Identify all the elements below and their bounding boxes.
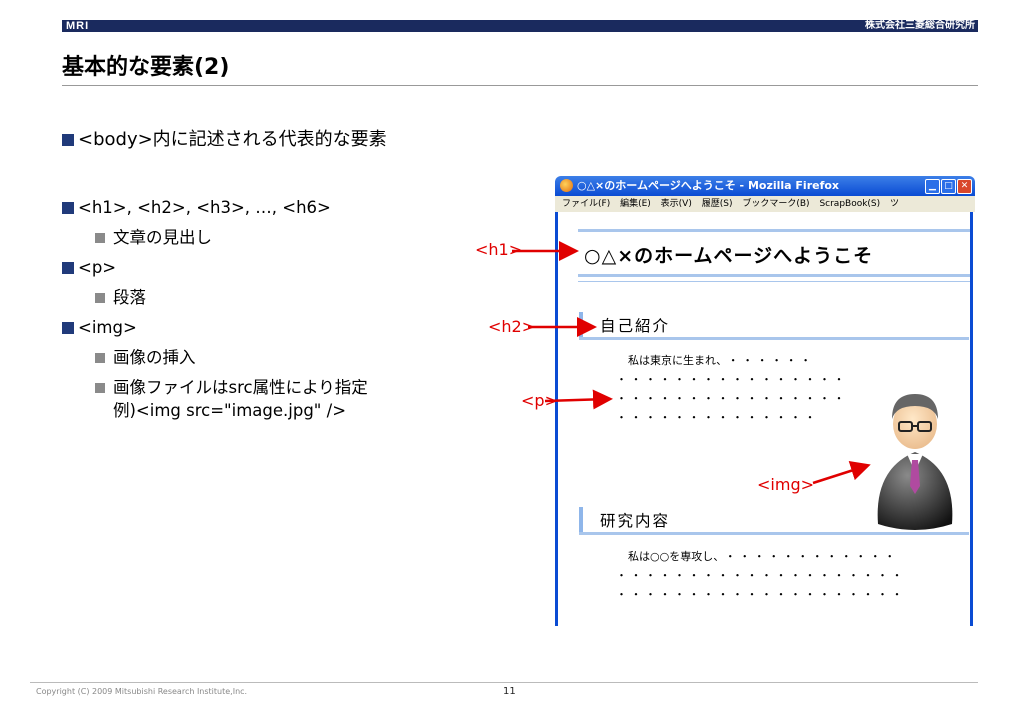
sub-bullet-square-icon [95,293,105,303]
paragraph-text: 私は東京に生まれ、 [628,354,722,367]
sub-bullet-text: 段落 [113,288,146,307]
paragraph-line-3: ・・・・・・・・・・・・・・・・ [616,392,848,405]
page-h2-research: 研究内容 [600,512,671,530]
sub-bullet-text: 画像ファイルはsrc属性により指定 [113,378,368,397]
sub-bullet-text: 文章の見出し [113,228,212,247]
bullet-square-icon [62,262,74,274]
paragraph-line-2: ・・・・・・・・・・・・・・・・ [616,373,848,386]
slide-title: 基本的な要素(2) [62,55,230,80]
label-img: <img> [757,475,814,494]
sub-bullet-square-icon [95,353,105,363]
paragraph2-line-3: ・・・・・・・・・・・・・・・・・・・・ [616,588,906,601]
page-content: ○△×のホームページへようこそ 自己紹介 私は東京に生まれ、・・・・・・ ・・・… [555,212,973,626]
bullet-paragraph: <p> [62,257,116,279]
h2-accent-bar [579,507,583,535]
lead-bullet: <body>内に記述される代表的な要素 [62,129,387,151]
mri-logo: MRI [66,20,90,32]
footer-rule [30,682,978,683]
h1-bottom-rule [578,274,970,277]
bullet-text: <p> [78,258,117,277]
h1-bottom-thin-rule [578,281,970,282]
menu-edit[interactable]: 編集(E) [620,199,651,209]
bullet-headings: <h1>, <h2>, <h3>, …, <h6> [62,197,331,219]
paragraph-text: 私は○○を専攻し、 [628,550,719,563]
dots: ・・・・・・ [727,354,815,367]
menu-file[interactable]: ファイル(F) [562,199,611,209]
menu-bookmarks[interactable]: ブックマーク(B) [742,199,810,209]
bullet-square-icon [62,322,74,334]
sub-bullet-square-icon [95,383,105,393]
browser-titlebar: ○△×のホームページへようこそ - Mozilla Firefox ▁ □ ✕ [555,176,975,196]
menu-scrapbook[interactable]: ScrapBook(S) [819,199,881,209]
h1-top-rule [578,229,970,232]
bullet-image: <img> [62,317,137,339]
bullet-text: <h1>, <h2>, <h3>, …, <h6> [78,198,331,217]
sub-bullet-text: 画像の挿入 [113,348,196,367]
paragraph2-line-2: ・・・・・・・・・・・・・・・・・・・・ [616,569,906,582]
maximize-icon[interactable]: □ [941,179,956,194]
label-p: <p> [521,391,558,410]
bullet-square-icon [62,134,74,146]
page-h1: ○△×のホームページへようこそ [584,245,874,267]
sub-bullet: 文章の見出し [95,227,212,249]
businessman-avatar-image [877,394,953,530]
menu-view[interactable]: 表示(V) [660,199,692,209]
header-bar [62,20,978,32]
label-h2: <h2> [488,317,536,336]
arrow-p [544,389,613,410]
bullet-square-icon [62,202,74,214]
window-title: ○△×のホームページへようこそ - Mozilla Firefox [577,179,840,192]
h2-underline [579,337,969,340]
menu-bar: ファイル(F) 編集(E) 表示(V) 履歴(S) ブックマーク(B) Scra… [555,196,975,212]
label-h1: <h1> [475,240,523,259]
lead-text: <body>内に記述される代表的な要素 [78,129,387,150]
sub-bullet: 画像ファイルはsrc属性により指定 [95,377,368,399]
paragraph2-line-1: 私は○○を専攻し、・・・・・・・・・・・・ [628,548,899,564]
dots: ・・・・・・・・・・・・ [724,550,899,563]
menu-history[interactable]: 履歴(S) [701,199,733,209]
title-rule [62,85,978,86]
paragraph-line-4: ・・・・・・・・・・・・・・ [616,411,819,424]
sub-bullet: 段落 [95,287,146,309]
example-text: 例)<img src="image.jpg" /> [113,401,347,420]
page-h2-intro: 自己紹介 [600,317,671,335]
menu-tools[interactable]: ツ [890,199,900,209]
browser-window: ○△×のホームページへようこそ - Mozilla Firefox ▁ □ ✕ … [555,176,975,626]
minimize-icon[interactable]: ▁ [925,179,940,194]
sub-bullet-square-icon [95,233,105,243]
arrow-img [812,461,871,485]
sub-bullet: 画像の挿入 [95,347,196,369]
copyright-text: Copyright (C) 2009 Mitsubishi Research I… [36,687,248,696]
bullet-text: <img> [78,318,137,337]
close-icon[interactable]: ✕ [957,179,972,194]
paragraph-line-1: 私は東京に生まれ、・・・・・・ [628,352,815,368]
company-name: 株式会社三菱総合研究所 [865,20,975,31]
firefox-icon [560,179,573,192]
h2-underline [579,532,969,535]
page-number: 11 [503,686,516,697]
